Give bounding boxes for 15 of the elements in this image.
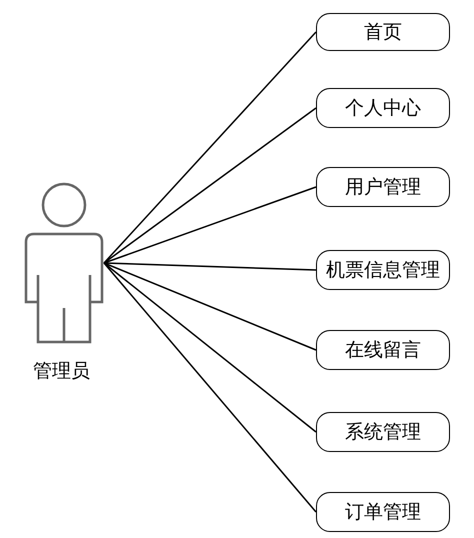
actor-label: 管理员: [33, 359, 90, 384]
association-line: [104, 262, 316, 433]
association-line: [104, 186, 316, 264]
association-line: [104, 107, 316, 264]
use-case-box: 订单管理: [316, 492, 450, 532]
use-case-box: 系统管理: [316, 412, 450, 452]
use-case-box: 在线留言: [316, 330, 450, 370]
association-line: [104, 262, 316, 271]
association-line: [103, 262, 317, 512]
use-case-box: 首页: [316, 13, 450, 51]
use-case-box: 用户管理: [316, 167, 450, 207]
association-line: [104, 262, 316, 351]
use-case-box: 机票信息管理: [316, 250, 450, 290]
association-line: [103, 32, 317, 264]
use-case-box: 个人中心: [316, 88, 450, 128]
